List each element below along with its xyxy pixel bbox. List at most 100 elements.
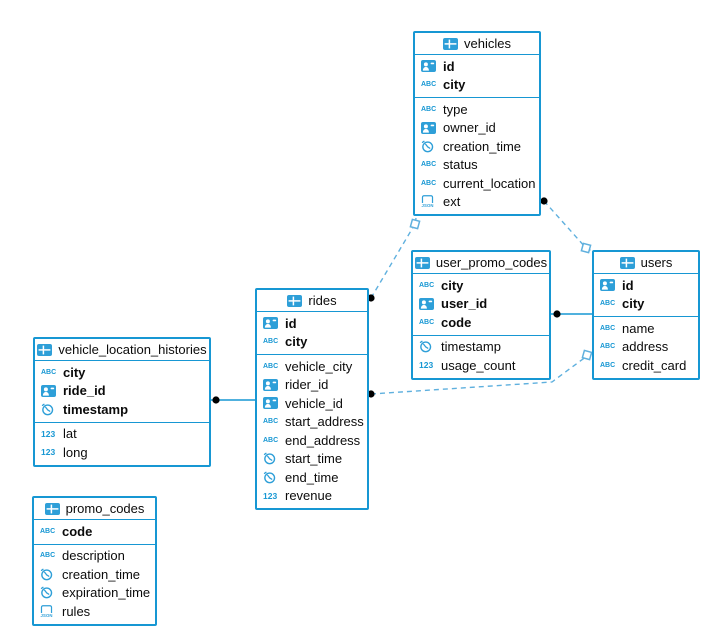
column-row-id[interactable]: id bbox=[257, 314, 367, 333]
svg-text:JSON: JSON bbox=[422, 203, 434, 208]
column-name: vehicle_id bbox=[285, 395, 343, 411]
text-abc-icon: ABC bbox=[263, 418, 279, 426]
column-row-rules[interactable]: JSON rules bbox=[34, 602, 155, 621]
table-header-vehicles[interactable]: vehicles bbox=[415, 33, 539, 55]
column-name: ride_id bbox=[63, 383, 106, 399]
number-123-icon: 123 bbox=[41, 447, 56, 457]
column-row-start_address[interactable]: ABC start_address bbox=[257, 413, 367, 432]
clock-icon bbox=[40, 568, 58, 581]
relationship-dot-endpoint bbox=[553, 310, 561, 318]
column-row-timestamp[interactable]: timestamp bbox=[35, 400, 209, 419]
column-name: start_time bbox=[285, 451, 343, 467]
column-name: type bbox=[443, 101, 468, 117]
table-icon bbox=[619, 256, 635, 269]
column-row-rider_id[interactable]: rider_id bbox=[257, 376, 367, 395]
table-icon bbox=[414, 256, 430, 269]
json-file-icon: JSON bbox=[40, 604, 58, 618]
column-name: end_address bbox=[285, 432, 361, 448]
column-name: usage_count bbox=[441, 357, 516, 373]
table-header-promo_codes[interactable]: promo_codes bbox=[34, 498, 155, 520]
column-row-type[interactable]: ABC type bbox=[415, 100, 539, 119]
column-row-end_time[interactable]: end_time bbox=[257, 468, 367, 487]
text-abc-icon: ABC bbox=[600, 300, 616, 308]
column-name: rider_id bbox=[285, 377, 329, 393]
column-name: timestamp bbox=[63, 401, 129, 417]
column-row-start_time[interactable]: start_time bbox=[257, 450, 367, 469]
text-abc-icon: ABC bbox=[41, 368, 57, 376]
column-name: status bbox=[443, 157, 478, 173]
column-row-current_location[interactable]: ABC current_location bbox=[415, 174, 539, 193]
id-badge-icon bbox=[263, 317, 281, 330]
text-abc-icon: ABC bbox=[421, 179, 437, 187]
column-row-timestamp[interactable]: timestamp bbox=[413, 338, 549, 357]
column-row-user_id[interactable]: user_id bbox=[413, 295, 549, 314]
column-name: timestamp bbox=[441, 339, 501, 355]
id-badge-icon bbox=[263, 397, 281, 410]
id-badge-icon bbox=[600, 279, 618, 292]
json-file-icon: JSON bbox=[421, 195, 439, 208]
column-row-owner_id[interactable]: owner_id bbox=[415, 119, 539, 138]
id-badge-icon bbox=[421, 60, 439, 73]
clock-icon bbox=[419, 340, 437, 353]
text-abc-icon: ABC bbox=[263, 338, 279, 346]
column-row-ext[interactable]: JSON ext bbox=[415, 193, 539, 212]
text-abc-icon: ABC bbox=[40, 552, 56, 560]
column-name: expiration_time bbox=[62, 585, 151, 601]
column-row-ride_id[interactable]: ride_id bbox=[35, 382, 209, 401]
column-row-id[interactable]: id bbox=[415, 57, 539, 76]
column-name: current_location bbox=[443, 175, 536, 191]
table-icon bbox=[443, 37, 459, 50]
table-header-vehicle_location_histories[interactable]: vehicle_location_histories bbox=[35, 339, 209, 361]
table-header-users[interactable]: users bbox=[594, 252, 698, 274]
column-name: start_address bbox=[285, 414, 364, 430]
column-name: creation_time bbox=[62, 566, 141, 582]
column-row-vehicle_id[interactable]: vehicle_id bbox=[257, 394, 367, 413]
column-row-creation_time[interactable]: creation_time bbox=[34, 565, 155, 584]
table-icon bbox=[44, 502, 60, 515]
table-header-user_promo_codes[interactable]: user_promo_codes bbox=[413, 252, 549, 274]
table-header-rides[interactable]: rides bbox=[257, 290, 367, 312]
column-name: city bbox=[443, 77, 466, 93]
number-123-icon: 123 bbox=[41, 428, 56, 439]
id-badge-icon bbox=[419, 297, 437, 310]
id-badge-icon bbox=[263, 378, 281, 391]
column-row-expiration_time[interactable]: expiration_time bbox=[34, 584, 155, 603]
column-row-creation_time[interactable]: creation_time bbox=[415, 137, 539, 156]
relationship-line-rides-vehicles bbox=[370, 217, 417, 299]
id-badge-icon bbox=[421, 121, 439, 134]
column-row-id[interactable]: id bbox=[594, 276, 698, 295]
table-title: promo_codes bbox=[65, 501, 145, 516]
text-abc-icon: ABC bbox=[421, 105, 437, 113]
text-abc-icon: ABC bbox=[600, 324, 616, 332]
